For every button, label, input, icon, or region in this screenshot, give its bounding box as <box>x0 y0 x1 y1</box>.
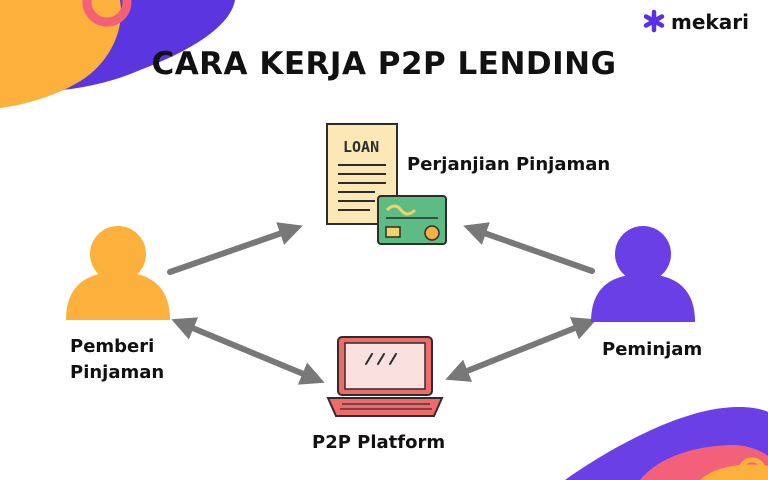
lender-label-line2: Pinjaman <box>70 362 165 383</box>
arrow-lender-to-agreement <box>167 222 303 275</box>
lender-label-line1: Pemberi <box>70 336 155 357</box>
agreement-label: Perjanjian Pinjaman <box>407 154 611 175</box>
brand-name: mekari <box>671 10 749 34</box>
arrow-lender-platform <box>171 317 325 385</box>
decorative-blob-bottom-right <box>565 406 768 480</box>
platform-label: P2P Platform <box>312 432 446 453</box>
brand-logo: mekari <box>645 10 749 34</box>
lender-person-icon <box>66 226 170 320</box>
asterisk-icon <box>643 9 665 33</box>
borrower-person-icon <box>591 226 695 322</box>
arrow-borrower-platform <box>445 317 597 382</box>
page-title: CARA KERJA P2P LENDING <box>151 46 617 82</box>
laptop-icon <box>326 336 444 417</box>
loan-document-icon: LOAN <box>326 123 447 245</box>
borrower-label: Peminjam <box>602 339 703 360</box>
lender-label: Pemberi Pinjaman <box>70 334 220 386</box>
decorative-blob-top-left <box>0 0 235 108</box>
loan-document-text: LOAN <box>343 138 379 156</box>
arrow-borrower-to-agreement <box>463 222 595 274</box>
